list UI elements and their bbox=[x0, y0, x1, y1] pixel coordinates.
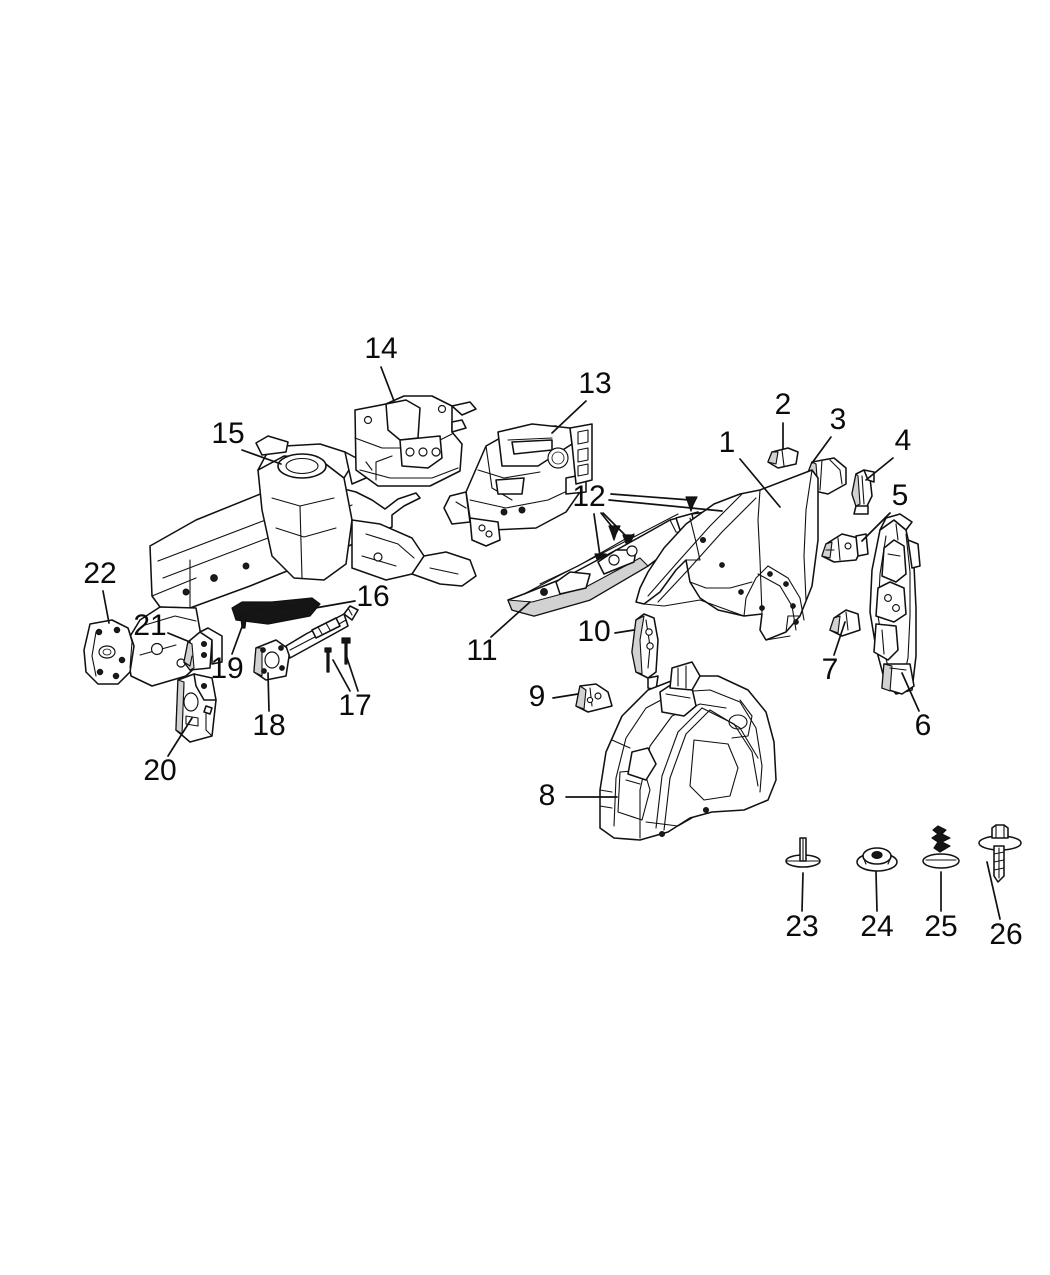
leader-17b bbox=[345, 654, 359, 692]
part-24-grommet-washer[interactable] bbox=[856, 847, 898, 872]
leader-17a bbox=[332, 659, 351, 692]
leader-13 bbox=[551, 400, 587, 434]
callout-label-9[interactable]: 9 bbox=[529, 680, 546, 713]
leader-22 bbox=[102, 590, 110, 624]
callout-label-26[interactable]: 26 bbox=[989, 918, 1022, 951]
callout-label-7[interactable]: 7 bbox=[822, 653, 839, 686]
leader-lines bbox=[102, 366, 1001, 920]
leader-7 bbox=[833, 621, 846, 656]
part-23-pin-fastener[interactable] bbox=[785, 837, 821, 868]
callout-label-8[interactable]: 8 bbox=[539, 779, 556, 812]
push-pin bbox=[608, 525, 621, 541]
callout-label-3[interactable]: 3 bbox=[830, 403, 847, 436]
callout-label-22[interactable]: 22 bbox=[83, 557, 116, 590]
callout-label-6[interactable]: 6 bbox=[915, 709, 932, 742]
part-5-fender-rear-bracket[interactable] bbox=[821, 533, 869, 563]
leader-1 bbox=[739, 458, 781, 508]
part-1-fender-panel[interactable] bbox=[635, 469, 819, 641]
callout-label-1[interactable]: 1 bbox=[719, 426, 736, 459]
leader-23 bbox=[801, 872, 804, 912]
callout-label-25[interactable]: 25 bbox=[924, 910, 957, 943]
callout-label-4[interactable]: 4 bbox=[895, 424, 912, 457]
part-9-splash-shield-support-bracket[interactable] bbox=[575, 683, 613, 713]
callout-label-14[interactable]: 14 bbox=[364, 332, 397, 365]
part-17-bolt-set[interactable] bbox=[324, 637, 351, 673]
leader-21 bbox=[167, 632, 191, 643]
callout-label-15[interactable]: 15 bbox=[211, 417, 244, 450]
bolt bbox=[324, 647, 332, 673]
part-16-lower-closure-panel[interactable] bbox=[231, 597, 321, 625]
part-26-hex-head-screw-rivet[interactable] bbox=[978, 824, 1022, 883]
leader-4 bbox=[865, 457, 894, 481]
leader-3 bbox=[811, 436, 832, 464]
callout-label-13[interactable]: 13 bbox=[578, 367, 611, 400]
part-20-body-mount-bracket[interactable] bbox=[175, 673, 217, 743]
leader-12a bbox=[610, 493, 691, 501]
leader-24 bbox=[875, 871, 878, 912]
leader-16 bbox=[314, 600, 356, 609]
leader-11 bbox=[490, 601, 531, 638]
part-25-christmas-tree-clip[interactable] bbox=[922, 825, 960, 869]
part-15-left-front-frame-rail-assembly[interactable] bbox=[125, 435, 477, 687]
leader-20 bbox=[167, 717, 193, 757]
callout-label-24[interactable]: 24 bbox=[860, 910, 893, 943]
callout-labels: 1 2 3 4 5 6 7 8 9 10 11 12 13 14 15 16 1… bbox=[83, 332, 1022, 951]
bolt bbox=[341, 637, 351, 665]
leader-12e bbox=[593, 513, 601, 557]
callout-label-19[interactable]: 19 bbox=[210, 652, 243, 685]
part-14-frame-rail-reinforcement[interactable] bbox=[354, 395, 477, 487]
callout-label-21[interactable]: 21 bbox=[133, 609, 166, 642]
leader-14 bbox=[380, 366, 395, 402]
leader-10 bbox=[614, 629, 635, 634]
leader-12c bbox=[600, 512, 614, 529]
leader-6 bbox=[901, 672, 920, 712]
leader-15 bbox=[241, 449, 282, 465]
callout-label-20[interactable]: 20 bbox=[143, 754, 176, 787]
part-8-wheelhouse-splash-shield[interactable] bbox=[599, 661, 777, 841]
leader-5 bbox=[861, 512, 891, 542]
callout-label-23[interactable]: 23 bbox=[785, 910, 818, 943]
callout-label-2[interactable]: 2 bbox=[775, 388, 792, 421]
part-18-tow-hook-extension-tube[interactable] bbox=[253, 605, 359, 681]
callout-label-18[interactable]: 18 bbox=[252, 709, 285, 742]
part-13-right-front-frame-rail[interactable] bbox=[443, 423, 593, 547]
callout-label-11[interactable]: 11 bbox=[466, 634, 497, 667]
callout-label-5[interactable]: 5 bbox=[892, 479, 909, 512]
callout-label-17[interactable]: 17 bbox=[338, 689, 371, 722]
part-21-gusset-bracket[interactable] bbox=[183, 627, 223, 671]
callout-label-10[interactable]: 10 bbox=[577, 615, 610, 648]
leader-19 bbox=[231, 623, 244, 655]
callout-label-16[interactable]: 16 bbox=[356, 580, 389, 613]
leader-12b bbox=[608, 499, 723, 512]
leader-12d bbox=[602, 512, 628, 538]
leader-18 bbox=[267, 672, 270, 712]
part-6-wheelhouse-inner-panel[interactable] bbox=[869, 513, 921, 695]
part-22-strut-tower-reinforcement-plate[interactable] bbox=[83, 619, 135, 685]
callout-label-12[interactable]: 12 bbox=[572, 480, 605, 513]
part-19-retaining-pin[interactable] bbox=[240, 614, 247, 629]
leader-26 bbox=[986, 861, 1001, 920]
part-2-fender-upper-bracket[interactable] bbox=[767, 447, 799, 469]
part-10-front-rail-end-bracket[interactable] bbox=[631, 613, 659, 691]
leader-9 bbox=[552, 693, 579, 699]
